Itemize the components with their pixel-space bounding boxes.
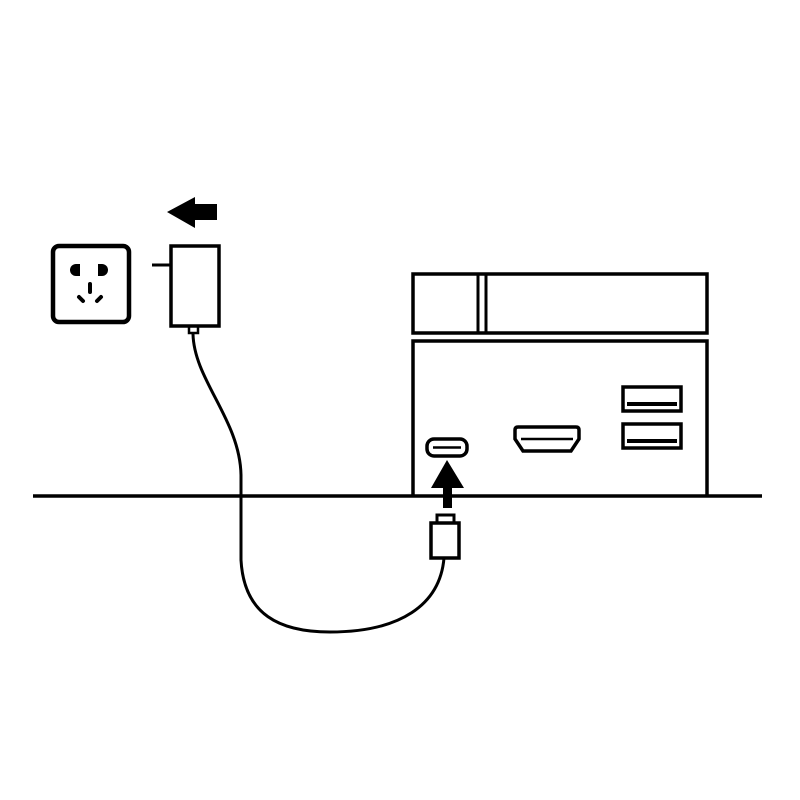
arrow-up-icon xyxy=(431,460,464,508)
power-adapter xyxy=(152,244,221,335)
usb-a-ports xyxy=(621,385,683,450)
mini-pc xyxy=(411,272,709,496)
cable xyxy=(191,333,446,634)
usb-c-port xyxy=(425,437,469,458)
wall-outlet xyxy=(50,243,132,325)
usb-c-plug xyxy=(429,513,461,560)
hdmi-port xyxy=(513,425,581,453)
arrow-left-icon xyxy=(167,197,217,228)
